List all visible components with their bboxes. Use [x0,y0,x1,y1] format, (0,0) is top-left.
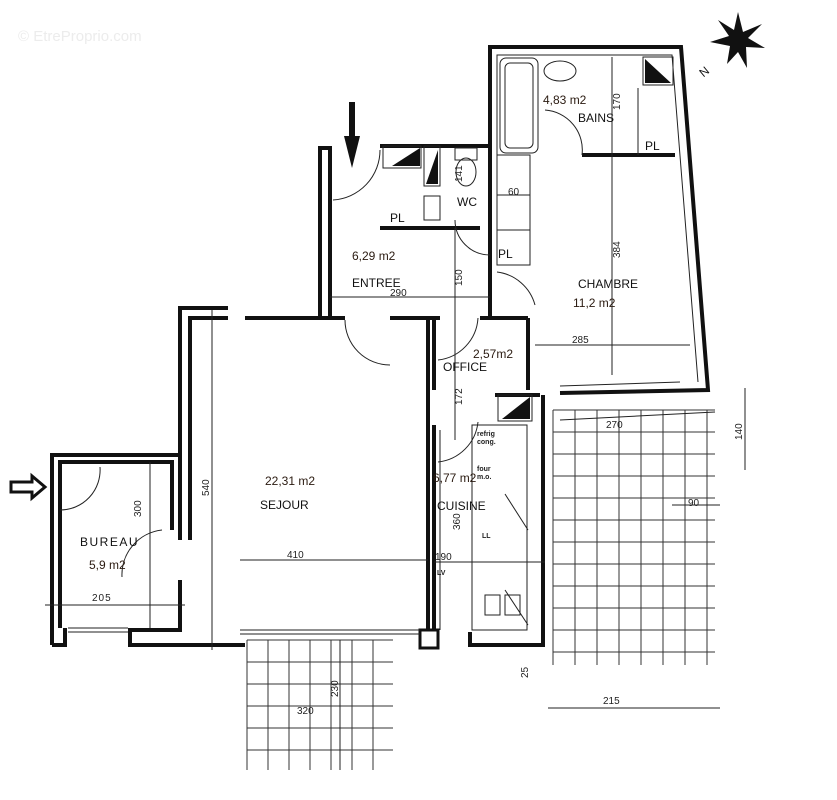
toilet-icon [454,147,478,187]
sejour-area: 22,31 m2 [265,474,315,488]
dim-410: 410 [287,550,304,561]
watermark: © EtreProprio.com [18,28,142,45]
pl-label: PL [390,211,405,225]
duct-icon [382,56,674,422]
dim-320: 320 [297,706,314,717]
chambre-area: 11,2 m2 [573,296,616,310]
dim-60: 60 [508,187,520,198]
dim-150: 150 [454,269,465,286]
dim-172: 172 [454,388,465,405]
doors [59,109,583,578]
bathtub-icon [499,57,539,154]
office-label: OFFICE [443,360,487,374]
north-label: N [696,64,712,80]
bureau-entrance-arrow-icon [9,472,48,502]
terrace-grid-sejour [246,639,393,770]
mo-label: m.o. [477,474,491,481]
windows [68,381,681,635]
cuisine-area: 6,77 m2 [433,471,477,485]
dim-290: 290 [390,288,407,299]
sink-icon [543,60,577,82]
sejour-label: SEJOUR [260,498,309,512]
bains-label: BAINS [578,111,614,125]
compass-star-icon [710,12,765,68]
entree-area: 6,29 m2 [352,249,396,263]
dim-140: 140 [734,423,745,440]
closet [496,154,531,266]
dim-215: 215 [603,696,620,707]
dim-540: 540 [201,479,212,496]
bureau-area: 5,9 m2 [89,558,126,572]
dim-300: 300 [133,500,144,517]
four-label: four [477,466,491,473]
dim-285: 285 [572,335,589,346]
dim-90: 90 [688,498,700,509]
cong-label: cong. [477,439,496,446]
kitchen-counter [471,424,529,631]
dim-205: 205 [92,593,112,604]
pl-label: PL [645,139,660,153]
pl-label: PL [498,247,513,261]
bureau-label: BUREAU [80,535,139,549]
cuisine-label: CUISINE [437,499,486,513]
bains-area: 4,83 m2 [543,93,587,107]
ll-label: LL [482,533,491,540]
terrace-grid-chambre [552,409,715,665]
dim-270: 270 [606,420,623,431]
refrig-label: refrig [477,431,495,438]
entree-label: ENTREE [352,276,401,290]
wc-label: WC [457,195,477,209]
dim-384: 384 [612,241,623,258]
office-area: 2,57m2 [473,347,513,361]
dim-25: 25 [520,666,531,678]
entrance-arrow-icon [344,102,360,168]
dim-360: 360 [452,513,463,530]
dim-190: 190 [435,552,452,563]
dim-141: 141 [454,165,465,182]
dimension-lines [45,57,746,770]
dim-170: 170 [612,93,623,110]
chambre-label: CHAMBRE [578,277,638,291]
dim-230: 230 [330,680,341,697]
lv-label: LV [437,570,446,577]
washbasin-icon [423,195,441,221]
